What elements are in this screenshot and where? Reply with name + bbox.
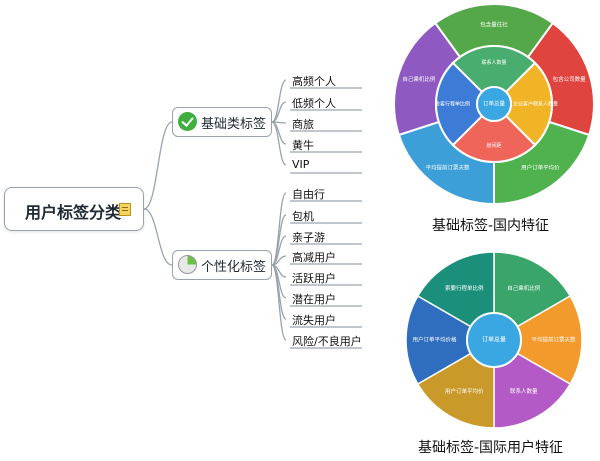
branch-basic-label: 基础类标签	[201, 117, 267, 132]
leaf-personal-6[interactable]: 潜在用户	[292, 293, 336, 306]
link-basic-leaf-5	[271, 121, 287, 166]
domestic-inner-label: 企业客户联系人数量	[513, 101, 558, 108]
domestic-center-label: 订单总量	[483, 100, 506, 108]
international-caption: 基础标签-国际用户特征	[418, 440, 564, 456]
intl-segment-label: 用户订单平均价	[445, 387, 484, 395]
leaf-personal-7[interactable]: 流失用户	[292, 314, 336, 327]
note-icon	[119, 203, 131, 216]
check-icon	[178, 112, 197, 131]
intl-segment-label: 平均提前订票天数	[531, 336, 576, 344]
leaf-personal-1[interactable]: 自由行	[292, 188, 325, 201]
domestic-outer-label: 平均提前订票天数	[426, 163, 471, 171]
leaf-personal-8[interactable]: 风险/不良用户	[292, 335, 362, 348]
leaf-personal-3[interactable]: 亲子游	[292, 231, 325, 244]
leaf-basic-3[interactable]: 商旅	[292, 118, 314, 131]
intl-center-circle	[466, 312, 522, 368]
intl-segment-label: 用户订单平均价格	[412, 336, 457, 344]
intl-segment-label: 联系人数量	[510, 387, 538, 395]
domestic-caption: 基础标签-国内特征	[432, 218, 550, 234]
link-personal-leaf-8	[271, 264, 287, 341]
leaf-personal-5[interactable]: 活跃用户	[292, 272, 336, 285]
link-root-basic	[143, 121, 173, 210]
leaf-personal-2[interactable]: 包机	[292, 210, 314, 223]
intl-center-label: 订单总量	[482, 336, 506, 344]
link-personal-leaf-7	[271, 264, 287, 320]
domestic-outer-label: 自己乘机比例	[402, 75, 436, 83]
domestic-inner-label: 舱间距	[486, 142, 501, 149]
domestic-inner-label: 舍客行程单比例	[435, 101, 470, 108]
leaf-basic-1[interactable]: 高频个人	[292, 75, 336, 88]
link-basic-leaf-1	[271, 79, 287, 123]
domestic-center-circle	[476, 86, 512, 122]
branch-personalized-label: 个性化标签	[201, 260, 267, 275]
domestic-outer-label: 包含公司数量	[553, 75, 587, 83]
link-personal-leaf-1	[271, 192, 287, 266]
branch-personalized-tags[interactable]: 个性化标签	[172, 250, 272, 280]
pie-progress-icon	[178, 255, 197, 274]
intl-segment-label: 自己乘机比例	[507, 284, 541, 292]
leaf-basic-4[interactable]: 黄牛	[292, 139, 314, 152]
branch-basic-tags[interactable]: 基础类标签	[172, 107, 272, 137]
root-label: 用户标签分类	[25, 203, 122, 222]
link-root-personal	[143, 208, 173, 266]
leaf-basic-2[interactable]: 低频个人	[292, 97, 336, 110]
root-node[interactable]: 用户标签分类	[4, 187, 144, 231]
leaf-basic-5[interactable]: VIP	[292, 158, 310, 171]
intl-segment-label: 索要行程单比例	[445, 284, 484, 292]
domestic-outer-label: 用户订单平均价	[521, 163, 560, 171]
domestic-inner-label: 联系人数量	[481, 59, 506, 66]
leaf-personal-4[interactable]: 高减用户	[292, 251, 336, 264]
domestic-outer-label: 包含量往社	[480, 21, 508, 29]
